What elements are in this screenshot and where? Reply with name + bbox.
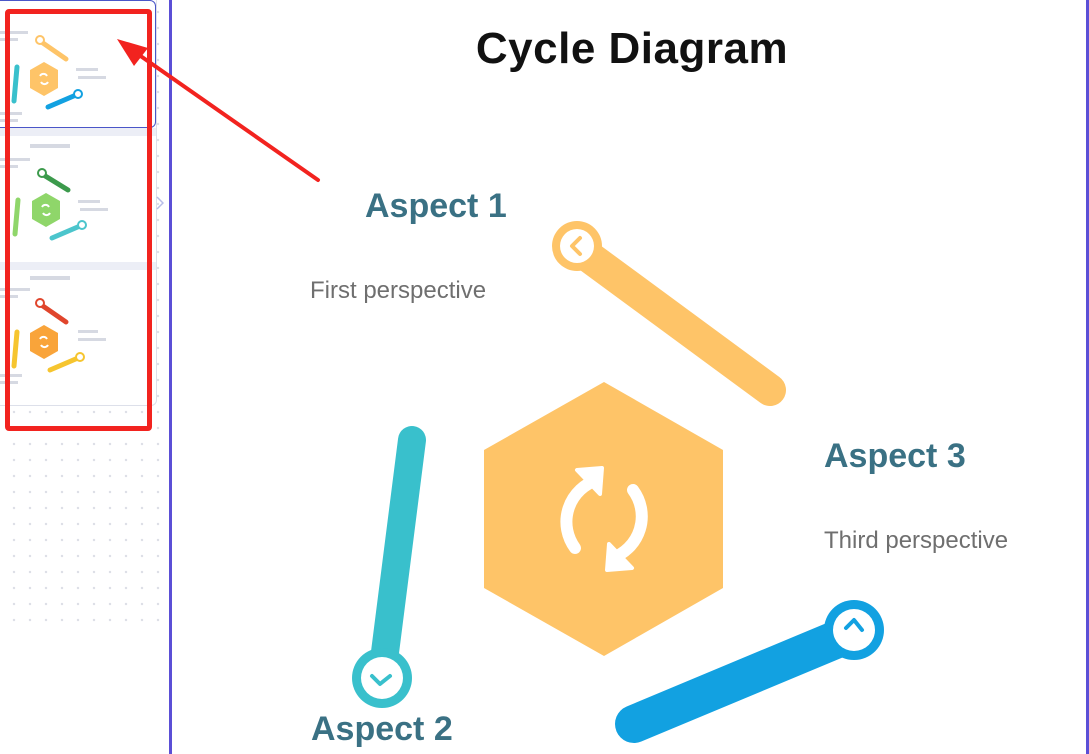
cycle-diagram — [352, 221, 884, 743]
thumb-bar-2 — [47, 355, 81, 373]
thumb-text-line — [0, 31, 28, 34]
thumb-bar-3 — [11, 329, 20, 369]
thumb-text-line — [0, 158, 30, 161]
aspect-1-title[interactable]: Aspect 1 — [365, 187, 507, 225]
diagram-canvas: Cycle Diagram Aspect 1 First perspective… — [172, 0, 1089, 754]
thumb-bar-1 — [39, 171, 71, 193]
aspect-2-bar[interactable] — [369, 426, 426, 682]
aspect-3-bar[interactable] — [615, 614, 871, 743]
card-separator — [0, 128, 156, 136]
thumb-hexagon — [30, 62, 58, 96]
thumb-text-line — [30, 144, 70, 148]
thumb-bar-3 — [11, 64, 20, 104]
canvas-border — [1086, 0, 1089, 754]
thumb-refresh-icon — [41, 203, 51, 217]
panel-blank-area — [0, 622, 170, 754]
thumb-bar-2-node — [75, 352, 85, 362]
thumb-bar-2 — [49, 223, 83, 241]
aspect-1-node-inner — [560, 229, 594, 263]
thumb-text-line — [78, 200, 100, 203]
thumb-text-line — [0, 288, 30, 291]
diagram-title[interactable]: Cycle Diagram — [475, 24, 789, 73]
thumb-text-line — [0, 112, 22, 115]
thumb-text-line — [80, 208, 108, 211]
thumb-text-line — [78, 76, 106, 79]
aspect-3-description[interactable]: Third perspective — [824, 527, 1009, 554]
template-card-red[interactable] — [0, 270, 156, 396]
thumb-bar-1-node — [37, 168, 47, 178]
center-hexagon[interactable] — [484, 382, 723, 656]
refresh-cycle-icon — [560, 466, 648, 572]
aspect-3-chevron-icon — [844, 618, 864, 632]
collapse-handle-icon[interactable] — [156, 196, 164, 210]
card-separator — [0, 262, 156, 270]
thumb-hexagon — [30, 325, 58, 359]
thumb-text-line — [78, 338, 106, 341]
thumb-bar-3 — [12, 197, 21, 237]
aspect-3-title[interactable]: Aspect 3 — [824, 437, 966, 475]
template-thumbnail — [0, 31, 106, 122]
thumb-text-line — [0, 374, 22, 377]
thumb-refresh-icon — [39, 72, 49, 86]
panel-divider — [169, 0, 172, 754]
thumb-hexagon — [32, 193, 60, 227]
aspect-1-bar[interactable] — [561, 232, 786, 406]
thumb-bar-2 — [45, 92, 79, 110]
thumb-bar-1 — [37, 301, 69, 325]
thumb-bar-2-node — [77, 220, 87, 230]
thumb-bar-2-node — [73, 89, 83, 99]
aspect-3-node-inner — [833, 609, 875, 651]
aspect-2-title[interactable]: Aspect 2 — [311, 710, 453, 748]
thumb-bar-1-node — [35, 35, 45, 45]
aspect-1-description[interactable]: First perspective — [310, 277, 487, 304]
aspect-2-node-inner — [361, 657, 403, 699]
template-thumbnail — [0, 276, 106, 384]
aspect-2-chevron-icon — [370, 674, 392, 686]
aspect-1-chevron-icon — [570, 236, 582, 256]
template-thumbnail — [0, 144, 108, 241]
annotation-highlight-box — [5, 9, 152, 431]
thumb-text-line — [76, 68, 98, 71]
thumb-refresh-icon — [39, 335, 49, 349]
thumb-text-line — [78, 330, 98, 333]
thumb-text-line — [30, 276, 70, 280]
thumb-bar-1 — [37, 38, 69, 62]
thumb-bar-1-node — [35, 298, 45, 308]
